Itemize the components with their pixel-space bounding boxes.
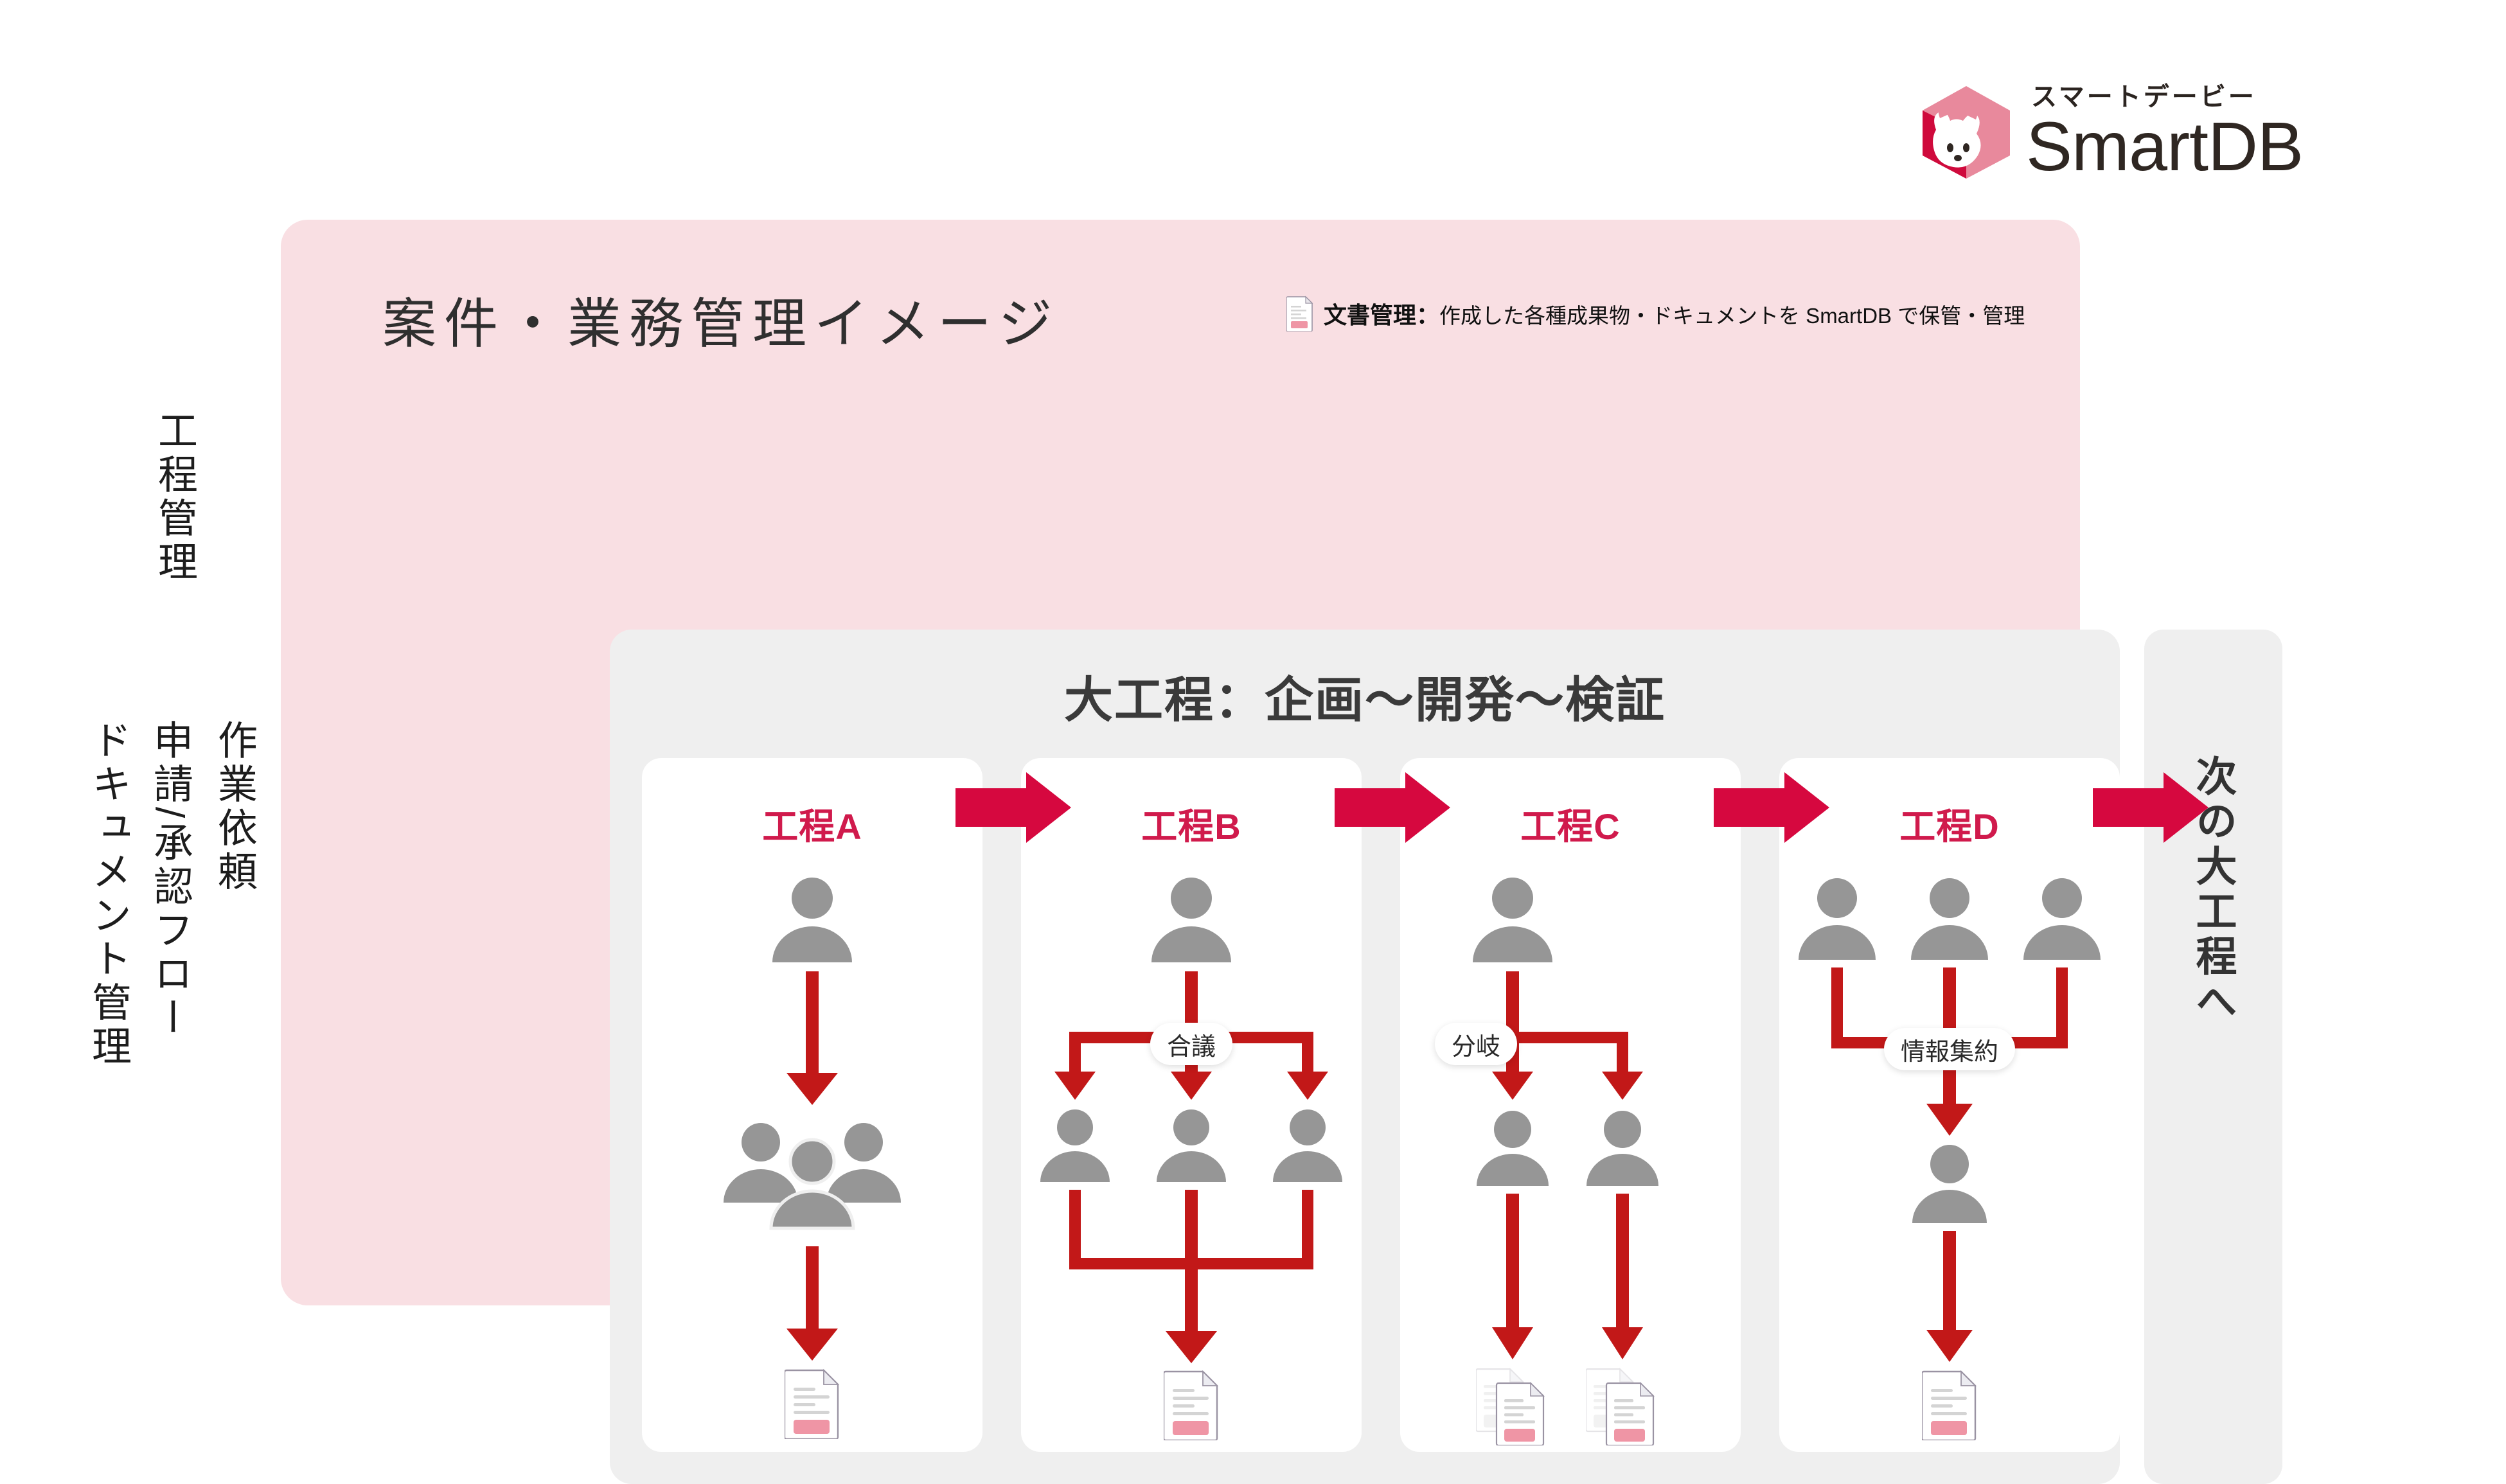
legend: 文書管理：作成した各種成果物・ドキュメントを SmartDB で保管・管理 — [1286, 296, 2025, 332]
step-label-c: 工程C — [1520, 806, 1621, 847]
person-icon — [1040, 1109, 1110, 1182]
person-icon — [772, 878, 852, 962]
step-label-a: 工程A — [762, 806, 862, 847]
step-card-a[interactable]: 工程A — [642, 758, 982, 1452]
person-icon — [2023, 878, 2101, 960]
document-icon — [1286, 296, 1313, 332]
step-arrow-c-to-d — [1714, 772, 1829, 843]
badge-aggregation: 情報集約 — [1883, 1028, 2016, 1070]
step-card-b[interactable]: 工程B — [1021, 758, 1362, 1452]
person-icon — [1157, 1109, 1226, 1182]
step-card-c[interactable]: 工程C — [1400, 758, 1741, 1452]
step-label-b: 工程B — [1141, 806, 1241, 847]
main-panel: 案件・業務管理イメージ 文書管理：作成した各種成果物・ドキュメントを Smart… — [281, 220, 2282, 1484]
document-icon — [1921, 1370, 1977, 1444]
person-icon — [1799, 878, 1876, 960]
document-stack-icon — [1475, 1367, 1547, 1449]
next-phase-panel[interactable]: 次の大工程へ — [2144, 630, 2282, 1484]
legend-text: 文書管理：作成した各種成果物・ドキュメントを SmartDB で保管・管理 — [1324, 297, 2025, 330]
flow-diagram-a — [724, 878, 901, 1361]
side-label-document-management: ドキュメント管理 — [85, 720, 130, 1069]
step-body-b: 合議 — [1021, 874, 1362, 1442]
step-card-d[interactable]: 工程D — [1779, 758, 2120, 1452]
person-icon — [1273, 1109, 1342, 1182]
badge-branch: 分岐 — [1435, 1023, 1518, 1065]
step-arrow-d-to-next — [2093, 772, 2208, 843]
logo-kana: スマートデービー — [2031, 83, 2257, 112]
flow-diagram-d — [1799, 878, 2101, 1362]
document-stack-icon — [1585, 1367, 1657, 1449]
legend-bold: 文書管理： — [1324, 302, 1440, 328]
person-icon — [1911, 878, 1988, 960]
step-body-a — [642, 874, 982, 1442]
side-label-work-request: 作業依頼 — [211, 720, 256, 894]
document-icon — [783, 1368, 840, 1442]
page-title: 案件・業務管理イメージ — [382, 294, 1060, 354]
person-icon — [1477, 1111, 1549, 1186]
legend-detail: 作成した各種成果物・ドキュメントを SmartDB で保管・管理 — [1439, 304, 2025, 328]
step-body-d: 情報集約 — [1779, 874, 2120, 1442]
phase-title: 大工程：企画〜開発〜検証 — [1064, 673, 1666, 728]
person-icon — [1912, 1145, 1987, 1223]
flow-diagram-c — [1473, 878, 1658, 1359]
flow-diagram-b — [1040, 878, 1342, 1363]
people-group-icon — [724, 1123, 901, 1230]
document-icon — [1162, 1370, 1219, 1444]
phase-panel: 大工程：企画〜開発〜検証 工程A — [610, 630, 2120, 1484]
person-icon — [1151, 878, 1231, 962]
step-label-d: 工程D — [1899, 806, 2000, 847]
step-body-c: 分岐 — [1400, 874, 1741, 1447]
step-arrow-a-to-b — [955, 772, 1071, 843]
logo-wordmark: SmartDB — [2026, 107, 2304, 186]
step-arrow-b-to-c — [1335, 772, 1450, 843]
side-label-approval-flow: 申請/承認フロー — [147, 720, 191, 1041]
person-icon — [1586, 1111, 1658, 1186]
smartdb-logo: スマートデービー SmartDB — [1918, 83, 2355, 186]
side-label-process-management: 工程管理 — [152, 410, 196, 585]
smartdb-cube-dog-logo — [1918, 84, 2014, 180]
person-icon — [1473, 878, 1552, 962]
badge-consensus: 合議 — [1150, 1023, 1233, 1065]
